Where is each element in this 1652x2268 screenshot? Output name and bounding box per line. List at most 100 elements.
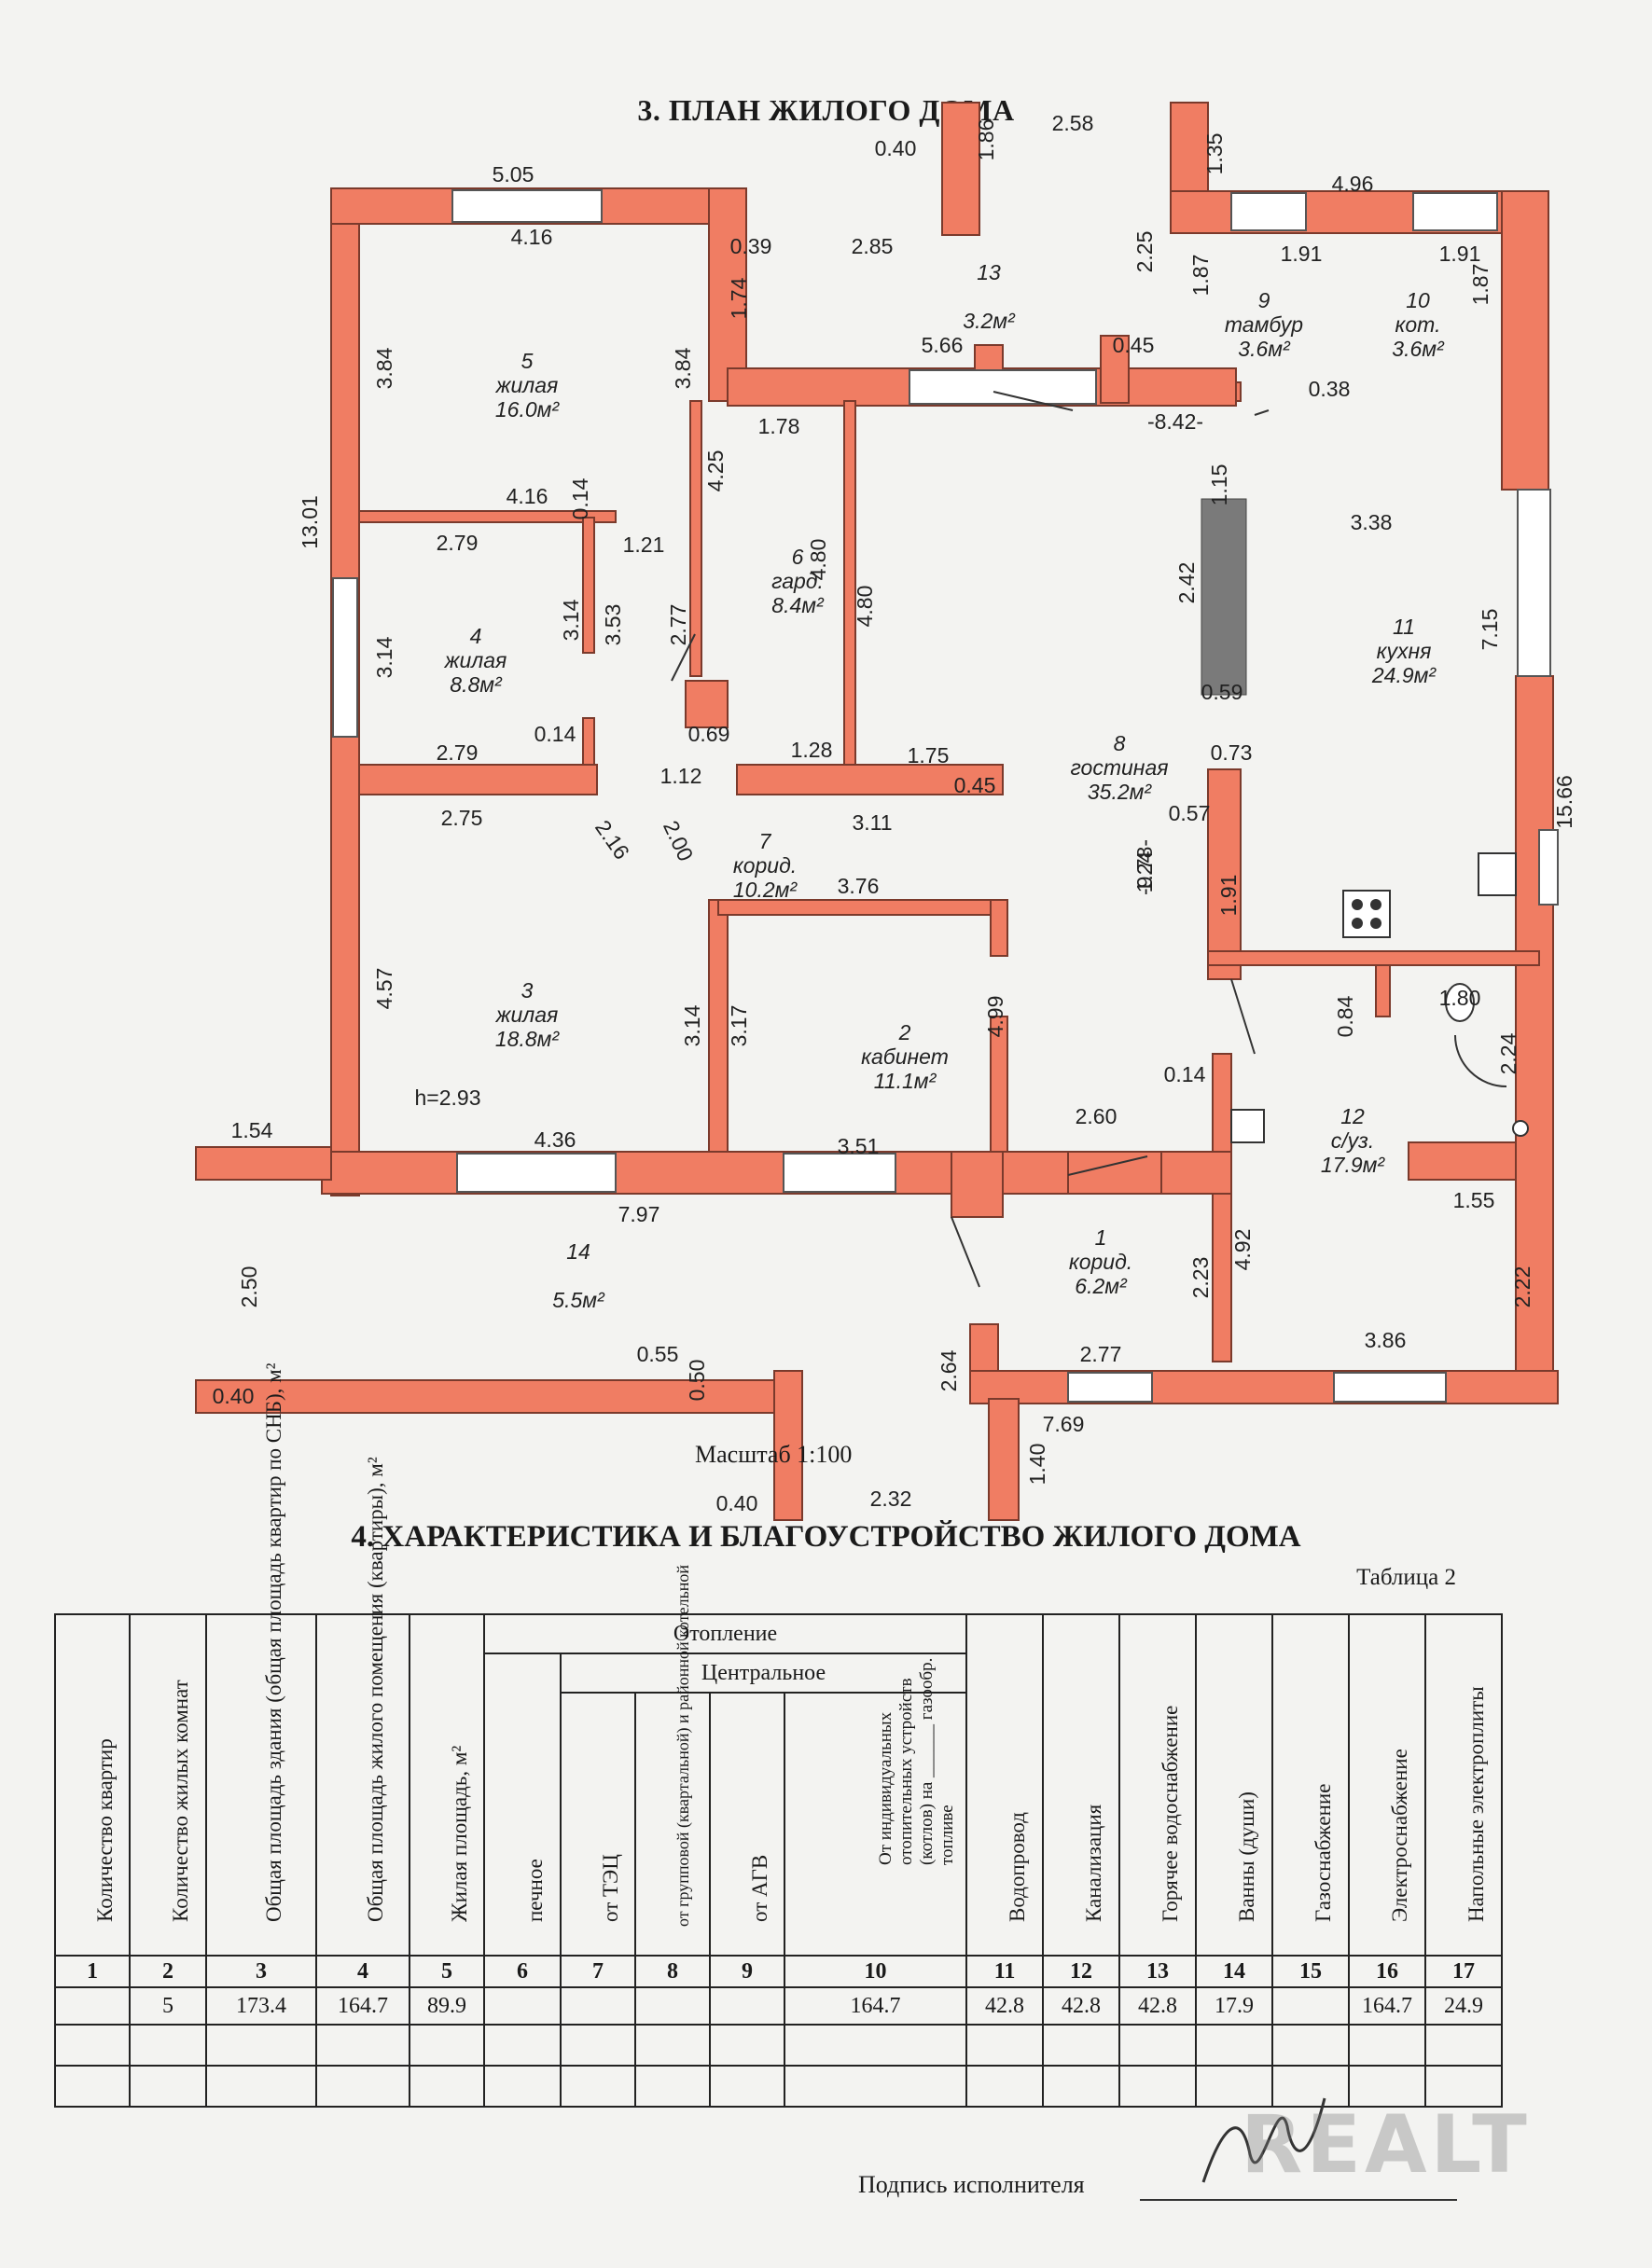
dimension-label: 3.14 (559, 599, 583, 641)
header-cell: Электроснабжение (1348, 1613, 1427, 1957)
room-label: 11 (1393, 615, 1415, 639)
dimension-label: 4.96 (1332, 172, 1374, 196)
dimension-label: 1.54 (231, 1118, 273, 1142)
room-label: 6 (792, 545, 804, 569)
value-cell (560, 1986, 636, 2026)
dimension-label: 1.91 (1216, 875, 1241, 917)
dimension-label: 2.85 (852, 234, 894, 258)
room-label: кот. (1395, 312, 1441, 337)
room-label: 18.8м² (495, 1027, 561, 1051)
value-cell (634, 1986, 711, 2026)
dimension-label: 2.64 (937, 1349, 961, 1391)
value-cell (483, 1986, 562, 2026)
room-label: 11.1м² (874, 1069, 937, 1093)
column-number: 2 (129, 1955, 207, 1988)
header-cell: Канализация (1042, 1613, 1121, 1957)
header-cell: Количество жилых комнат (129, 1613, 207, 1957)
room-label: 1 (1095, 1225, 1107, 1250)
column-number: 11 (965, 1955, 1045, 1988)
room-label: 10 (1406, 288, 1430, 312)
dimension-label: 2.60 (1076, 1104, 1118, 1128)
room-label: 5.5м² (552, 1288, 605, 1312)
section4-title: 4. ХАРАКТЕРИСТИКА И БЛАГОУСТРОЙСТВО ЖИЛО… (351, 1520, 1301, 1554)
empty-row (54, 2024, 1504, 2067)
value-cell (1271, 1986, 1351, 2026)
dimension-label: 1.15 (1207, 464, 1231, 506)
value-cell: 164.7 (783, 1986, 968, 2026)
dimension-label: 1.91 (1439, 242, 1481, 266)
header-cell: Жилая площадь, м² (409, 1613, 485, 1957)
column-number: 4 (315, 1955, 410, 1988)
dimension-label: 5.66 (922, 333, 964, 357)
empty-cell (205, 2024, 317, 2067)
empty-cell (1271, 2065, 1351, 2108)
door-swings (671, 391, 1507, 1288)
room-label: корид. (1069, 1250, 1132, 1274)
dimension-label: 0.14 (1164, 1062, 1206, 1086)
value-cell: 164.7 (315, 1986, 410, 2026)
empty-cell (409, 2024, 485, 2067)
header-cell: Ванны (души) (1195, 1613, 1274, 1957)
value-cell: 173.4 (205, 1986, 317, 2026)
height-note: h=2.93 (415, 1086, 481, 1110)
room-label: 8.4м² (771, 593, 825, 617)
empty-cell (965, 2024, 1045, 2067)
header-cell: от групповой (квартальной) и районной ко… (634, 1565, 711, 1957)
empty-cell (560, 2024, 636, 2067)
dimension-label: 4.99 (983, 996, 1007, 1038)
dimension-label: 4.80 (806, 539, 830, 581)
dimension-label: 0.39 (730, 234, 772, 258)
dimension-label: 0.50 (685, 1360, 709, 1402)
group-heating: Отопление (482, 1613, 968, 1654)
table-label: Таблица 2 (1356, 1565, 1456, 1590)
header-cell: Газоснабжение (1271, 1613, 1351, 1957)
empty-cell (560, 2065, 636, 2108)
dimension-label: 3.84 (372, 347, 396, 389)
dimension-label: 2.50 (237, 1266, 261, 1308)
room-label: кабинет (861, 1044, 949, 1069)
dimension-label: 0.40 (213, 1384, 255, 1408)
column-number: 10 (783, 1955, 968, 1988)
room-label: 10.2м² (733, 878, 798, 902)
dimension-label: 1.35 (1202, 133, 1227, 175)
room-label: жилая (495, 373, 559, 397)
plumbing-fixtures (1230, 983, 1529, 1143)
dimension-label: 2.42 (1174, 562, 1199, 604)
room-label: 8.8м² (450, 672, 503, 697)
room-label: 17.9м² (1321, 1153, 1386, 1177)
dimension-label: 4.16 (507, 484, 548, 508)
room-label: 3 (521, 978, 534, 1003)
dimension-label: 3.86 (1365, 1328, 1407, 1352)
dimension-label: 1.55 (1453, 1188, 1495, 1212)
dimension-label: 2.77 (666, 604, 690, 646)
characteristics-table: Количество квартир Количество жилых комн… (54, 1362, 1504, 2108)
dimension-label: 2.58 (1052, 111, 1094, 135)
empty-cell (129, 2024, 207, 2067)
room-label: 4 (470, 624, 482, 648)
dimension-label: 2.23 (1188, 1257, 1213, 1299)
dimension-label: 3.17 (727, 1005, 751, 1047)
room-label: 9 (1258, 288, 1270, 312)
room-label: 12 (1340, 1104, 1365, 1128)
dimension-label: 0.14 (568, 477, 592, 519)
dimension-label: 3.84 (671, 347, 695, 389)
dimension-label: 1.12 (660, 764, 702, 788)
room-label: 3.6м² (1392, 337, 1445, 361)
empty-cell (409, 2065, 485, 2108)
scale-label: Масштаб 1:100 (695, 1441, 853, 1468)
value-cell: 42.8 (1042, 1986, 1121, 2026)
dimension-label: 2.75 (441, 806, 483, 830)
empty-cell (205, 2065, 317, 2108)
empty-cell (1271, 2024, 1351, 2067)
dimension-label: 2.25 (1132, 231, 1157, 273)
room-label: 7 (759, 829, 772, 853)
room-label: 3.2м² (963, 309, 1016, 333)
header-cell: Горячее водоснабжение (1118, 1613, 1198, 1957)
dimension-label: 1.74 (727, 277, 751, 319)
header-cell: Водопровод (965, 1613, 1045, 1957)
dimension-label: 2.79 (437, 531, 479, 555)
value-cell: 24.9 (1424, 1986, 1504, 2026)
dimension-label: 2.77 (1080, 1342, 1122, 1366)
